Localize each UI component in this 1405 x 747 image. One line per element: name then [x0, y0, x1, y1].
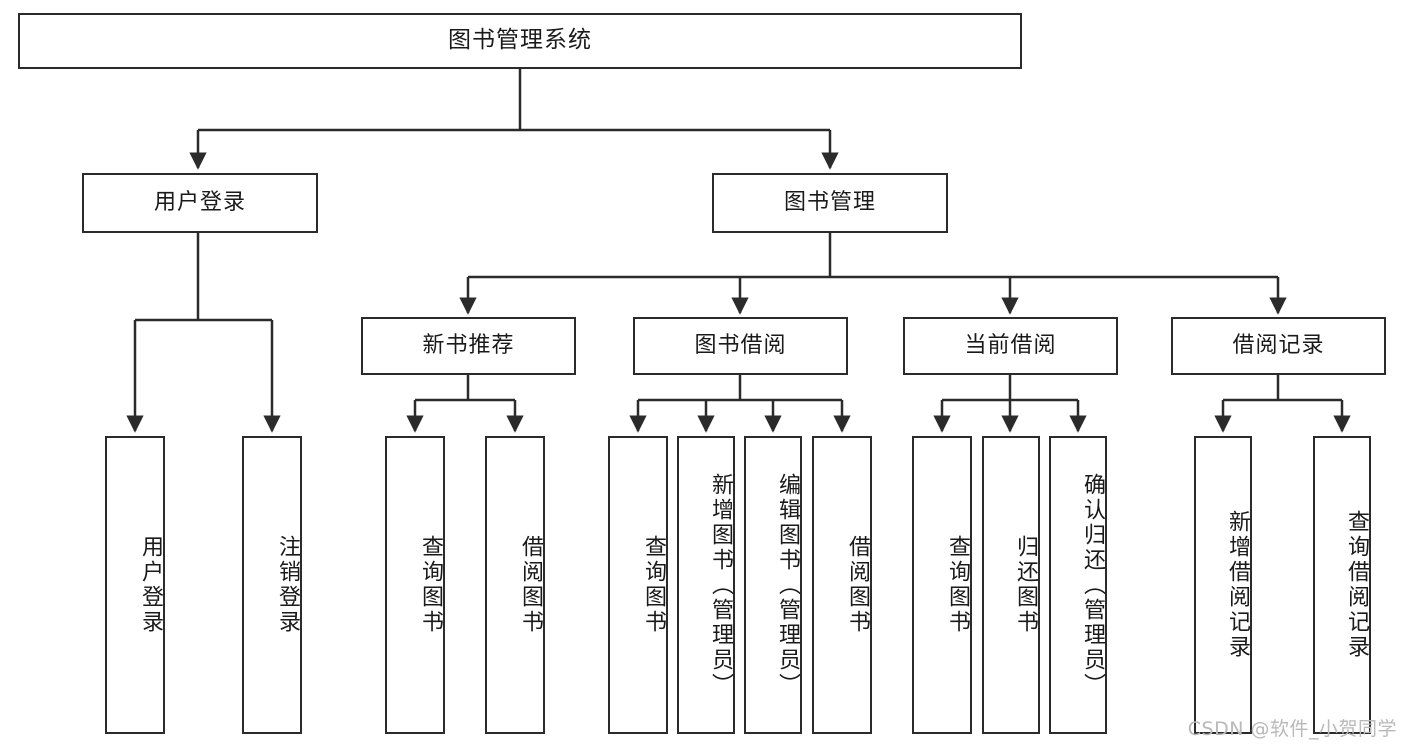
node-label: 注销登录 [275, 535, 300, 635]
node-label: 归还图书 [1013, 535, 1038, 635]
node-label: 新书推荐 [422, 332, 515, 358]
node-book-management[interactable]: 图书管理 [712, 173, 948, 233]
node-book-borrow[interactable]: 图书借阅 [633, 317, 848, 375]
node-label: 查询图书 [641, 535, 666, 635]
node-label: 图书管理系统 [448, 27, 592, 54]
leaf-current-return-book[interactable]: 归还图书 [982, 436, 1040, 734]
node-new-book-recommend[interactable]: 新书推荐 [361, 317, 576, 375]
leaf-borrow-borrow-book[interactable]: 借阅图书 [812, 436, 872, 734]
node-label: 查询借阅记录 [1344, 510, 1369, 660]
node-label: 借阅图书 [518, 535, 543, 635]
leaf-borrow-query-book[interactable]: 查询图书 [608, 436, 668, 734]
node-label: 当前借阅 [964, 332, 1057, 358]
node-borrow-record[interactable]: 借阅记录 [1171, 317, 1386, 375]
node-label: 借阅图书 [845, 535, 870, 635]
watermark-text: CSDN @软件_小贺同学 [1187, 718, 1397, 740]
node-label: 借阅记录 [1232, 332, 1325, 358]
leaf-user-login-signout[interactable]: 注销登录 [242, 436, 302, 734]
node-label: 编辑图书（管理员） [775, 472, 800, 698]
leaf-borrow-add-book-admin[interactable]: 新增图书（管理员） [677, 436, 735, 734]
node-label: 用户登录 [153, 189, 246, 215]
leaf-record-add-record[interactable]: 新增借阅记录 [1194, 436, 1252, 734]
node-label: 图书管理 [783, 189, 876, 215]
node-label: 查询图书 [418, 535, 443, 635]
node-label: 新增图书（管理员） [708, 472, 733, 698]
node-current-borrow[interactable]: 当前借阅 [903, 317, 1118, 375]
node-label: 图书借阅 [694, 332, 787, 358]
leaf-borrow-edit-book-admin[interactable]: 编辑图书（管理员） [744, 436, 802, 734]
leaf-recommend-query-book[interactable]: 查询图书 [385, 436, 445, 734]
leaf-record-query-record[interactable]: 查询借阅记录 [1313, 436, 1371, 734]
node-label: 确认归还（管理员） [1080, 472, 1105, 698]
leaf-current-query-book[interactable]: 查询图书 [912, 436, 972, 734]
node-label: 新增借阅记录 [1225, 510, 1250, 660]
leaf-user-login-signin[interactable]: 用户登录 [105, 436, 165, 734]
node-root-system[interactable]: 图书管理系统 [18, 13, 1022, 69]
node-label: 查询图书 [945, 535, 970, 635]
leaf-current-confirm-return-admin[interactable]: 确认归还（管理员） [1049, 436, 1107, 734]
node-user-login[interactable]: 用户登录 [82, 173, 318, 233]
node-label: 用户登录 [138, 535, 163, 635]
leaf-recommend-borrow-book[interactable]: 借阅图书 [485, 436, 545, 734]
